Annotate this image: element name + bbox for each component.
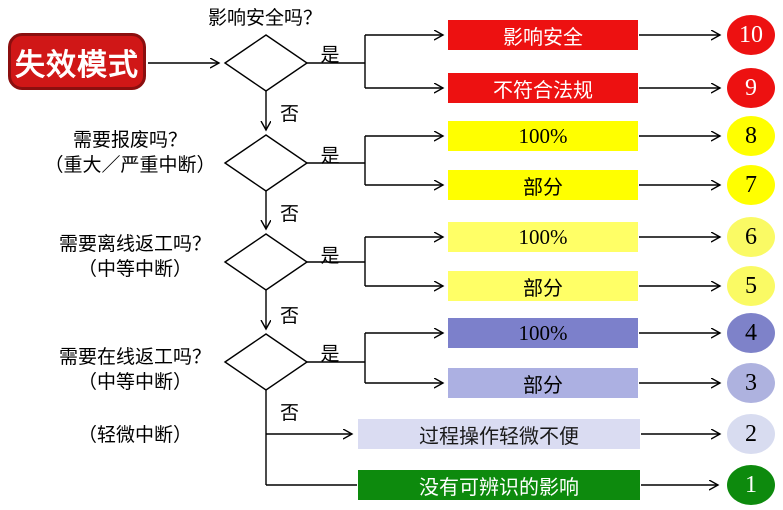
connector-d1-yes-branch <box>307 35 443 88</box>
no-label-2: 否 <box>280 204 300 225</box>
question-offline-rework: 需要离线返工吗？ （中等中断） <box>20 232 250 282</box>
result-box-no-effect: 没有可辨识的影响 <box>358 470 640 500</box>
score-circle-10: 10 <box>727 15 775 55</box>
question-offline-line2: （中等中断） <box>77 259 192 280</box>
score-circle-4: 4 <box>727 313 775 353</box>
connector-d2-yes-branch <box>307 136 443 185</box>
question-scrap: 需要报废吗？ （重大／严重中断） <box>15 128 245 178</box>
score-circle-9: 9 <box>727 68 775 108</box>
connector-d4-no-branch <box>265 390 357 486</box>
no-label-4: 否 <box>280 403 300 424</box>
question-scrap-line1: 需要报废吗？ <box>72 130 187 151</box>
question-online-line1: 需要在线返工吗？ <box>58 347 211 368</box>
connector-d4-yes-branch <box>307 333 443 383</box>
failure-mode-start-node: 失效模式 <box>8 33 146 90</box>
question-online-rework: 需要在线返工吗？ （中等中断） <box>20 345 250 395</box>
result-box-online-partial: 部分 <box>448 368 638 398</box>
result-box-regulation: 不符合法规 <box>448 73 638 103</box>
score-circle-8: 8 <box>727 116 775 156</box>
question-safety: 影响安全吗？ <box>207 8 322 29</box>
score-circle-5: 5 <box>727 266 775 306</box>
yes-label-1: 是 <box>320 45 340 66</box>
result-box-offline-100: 100% <box>448 222 638 252</box>
result-box-inconvenience: 过程操作轻微不便 <box>358 419 640 449</box>
connector-d3-yes-branch <box>307 237 443 286</box>
result-box-safety: 影响安全 <box>448 20 638 50</box>
no-label-3: 否 <box>280 306 300 327</box>
score-circle-6: 6 <box>727 217 775 257</box>
question-offline-line1: 需要离线返工吗？ <box>58 234 211 255</box>
label-minor-disruption: （轻微中断） <box>77 425 192 446</box>
decision-diamond-safety <box>223 34 309 92</box>
score-circle-2: 2 <box>727 414 775 454</box>
result-box-online-100: 100% <box>448 318 638 348</box>
result-box-scrap-100: 100% <box>448 121 638 151</box>
score-circle-1: 1 <box>727 465 775 505</box>
yes-label-4: 是 <box>320 344 340 365</box>
score-circle-7: 7 <box>727 165 775 205</box>
result-box-scrap-partial: 部分 <box>448 170 638 200</box>
question-online-line2: （中等中断） <box>77 372 192 393</box>
question-scrap-line2: （重大／严重中断） <box>44 155 216 176</box>
result-box-offline-partial: 部分 <box>448 271 638 301</box>
connectors-box-to-circle <box>639 35 720 485</box>
yes-label-2: 是 <box>320 146 340 167</box>
no-label-1: 否 <box>280 104 300 125</box>
score-circle-3: 3 <box>727 363 775 403</box>
yes-label-3: 是 <box>320 246 340 267</box>
